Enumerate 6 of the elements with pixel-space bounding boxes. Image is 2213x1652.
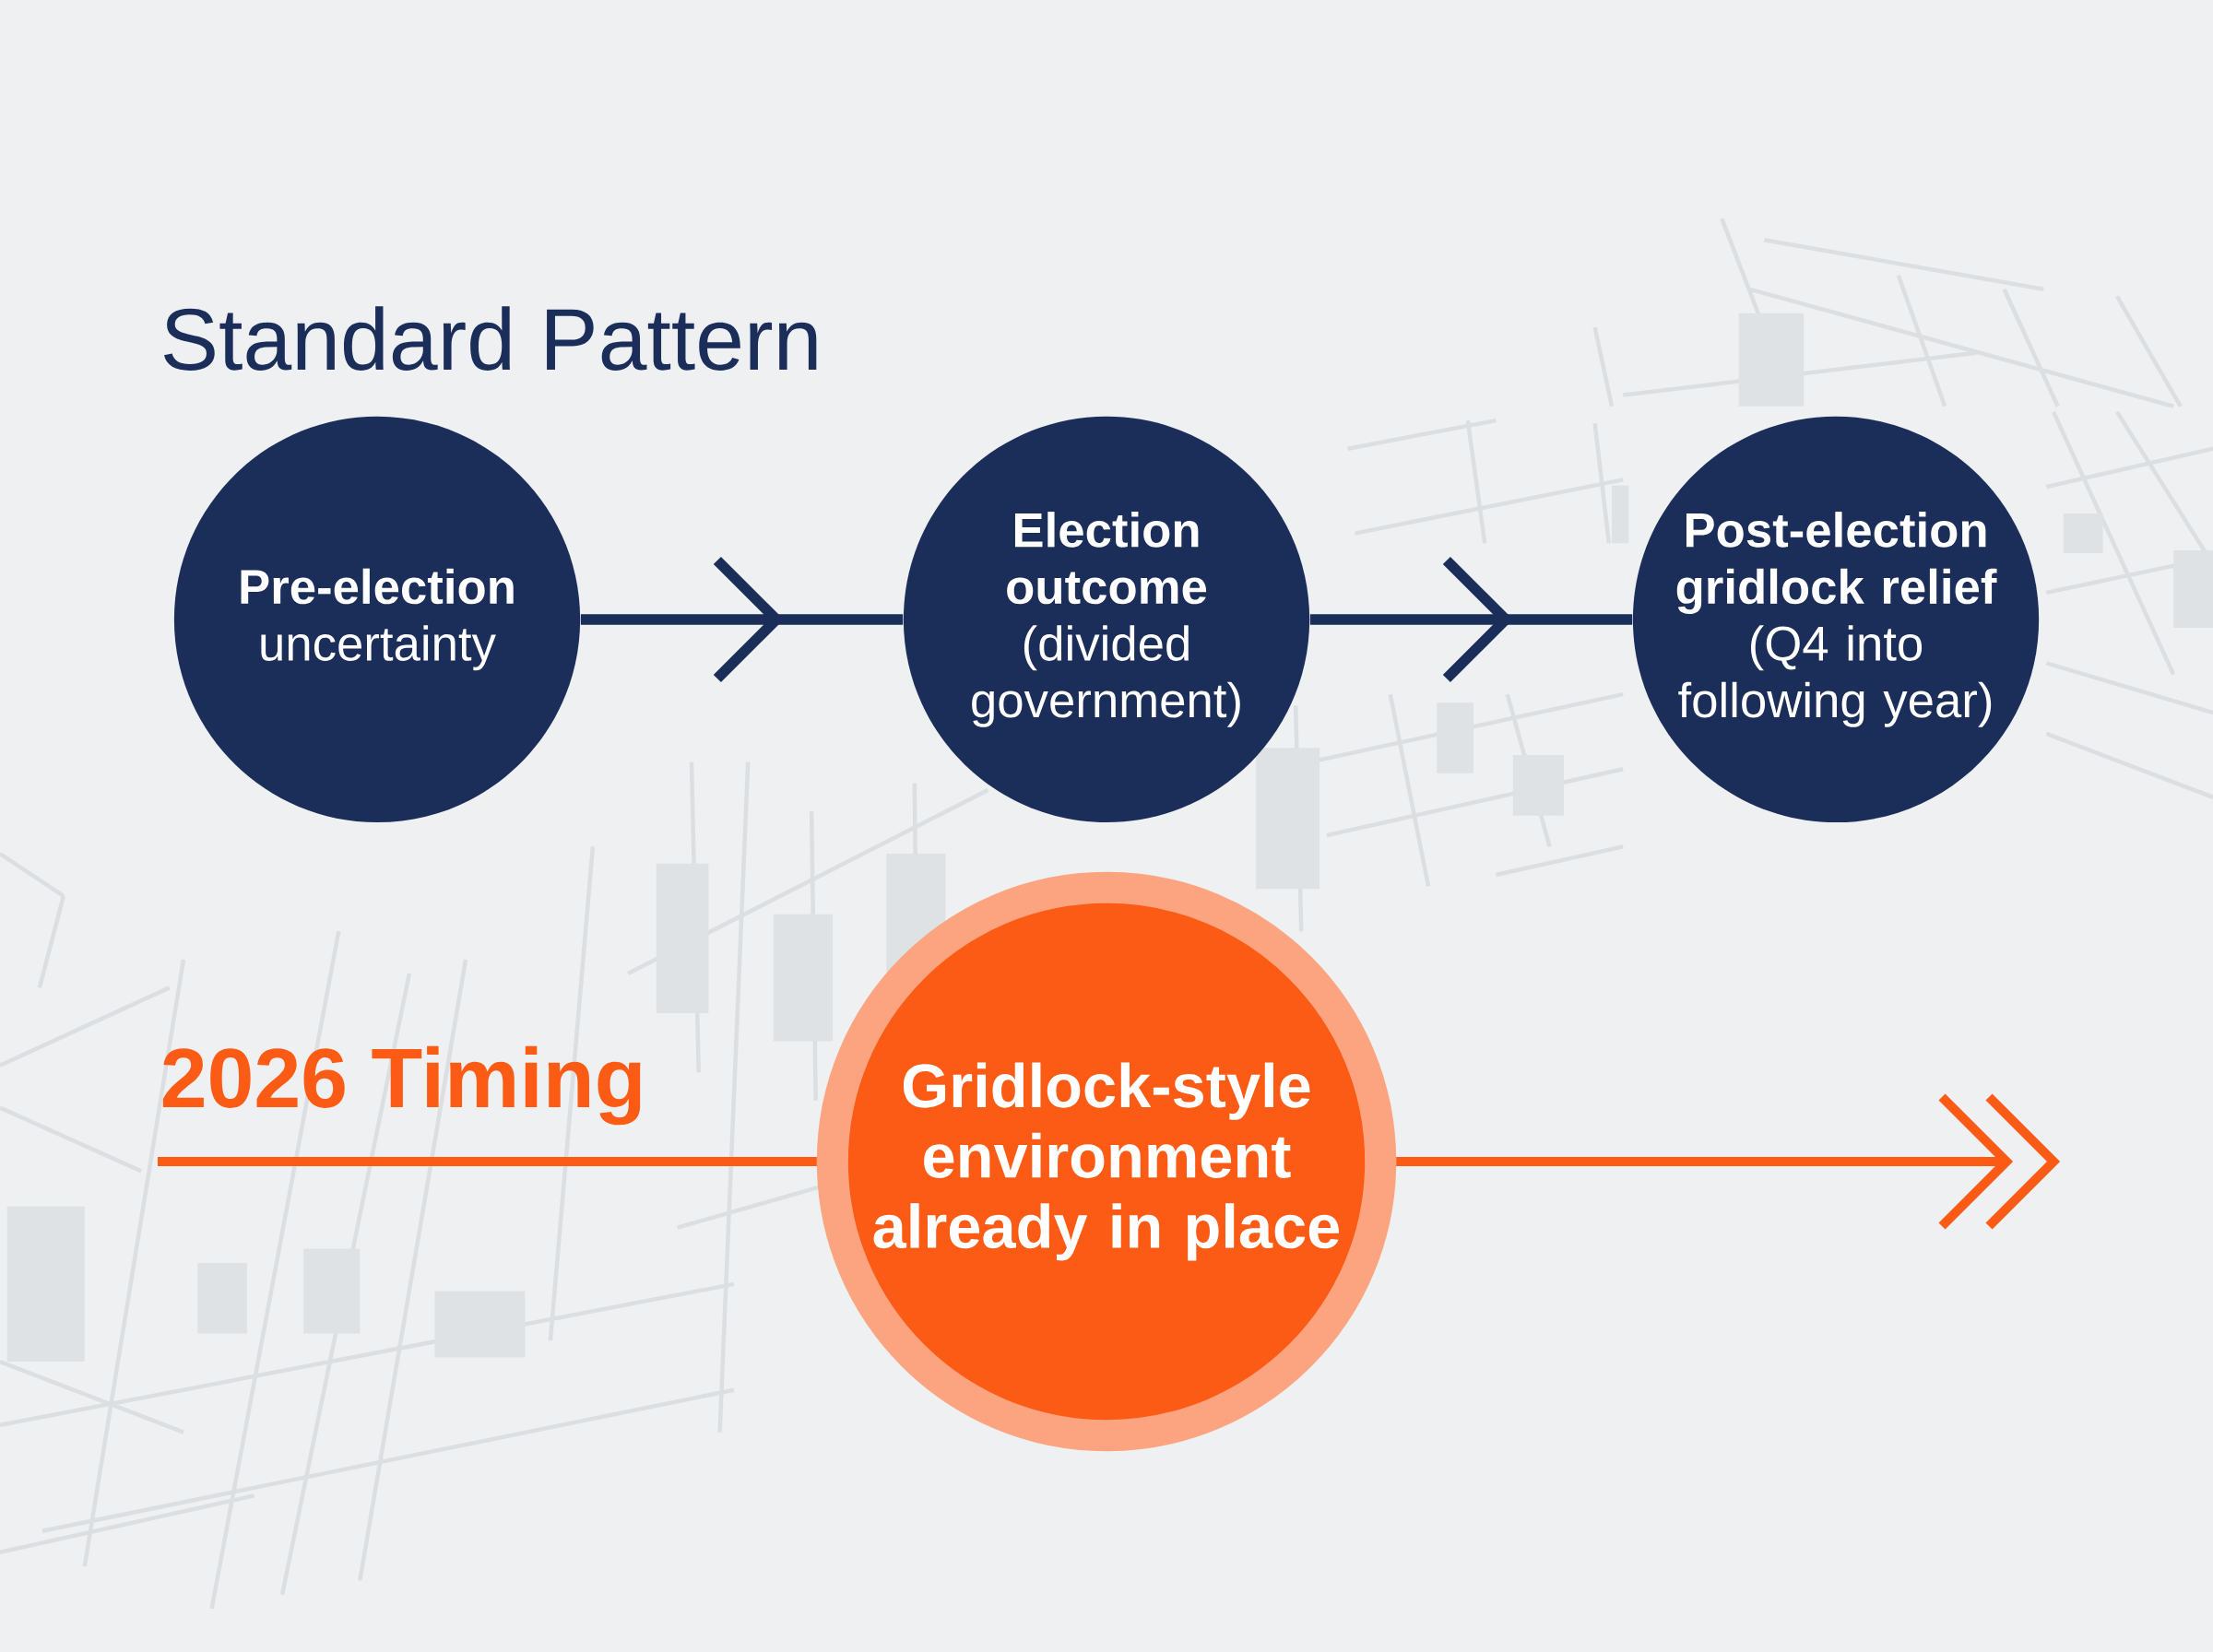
section-heading: Standard Pattern bbox=[164, 306, 817, 371]
circle-node: Post-election gridlock relief (Q4 into following year) bbox=[1632, 416, 2040, 823]
arrow bbox=[1396, 1093, 2061, 1230]
circle-node: Pre-election uncertainty bbox=[173, 416, 581, 823]
circle-node: Gridlock-style environment already in place bbox=[816, 871, 1397, 1452]
circle-node: Election outcome (divided government) bbox=[903, 416, 1310, 823]
